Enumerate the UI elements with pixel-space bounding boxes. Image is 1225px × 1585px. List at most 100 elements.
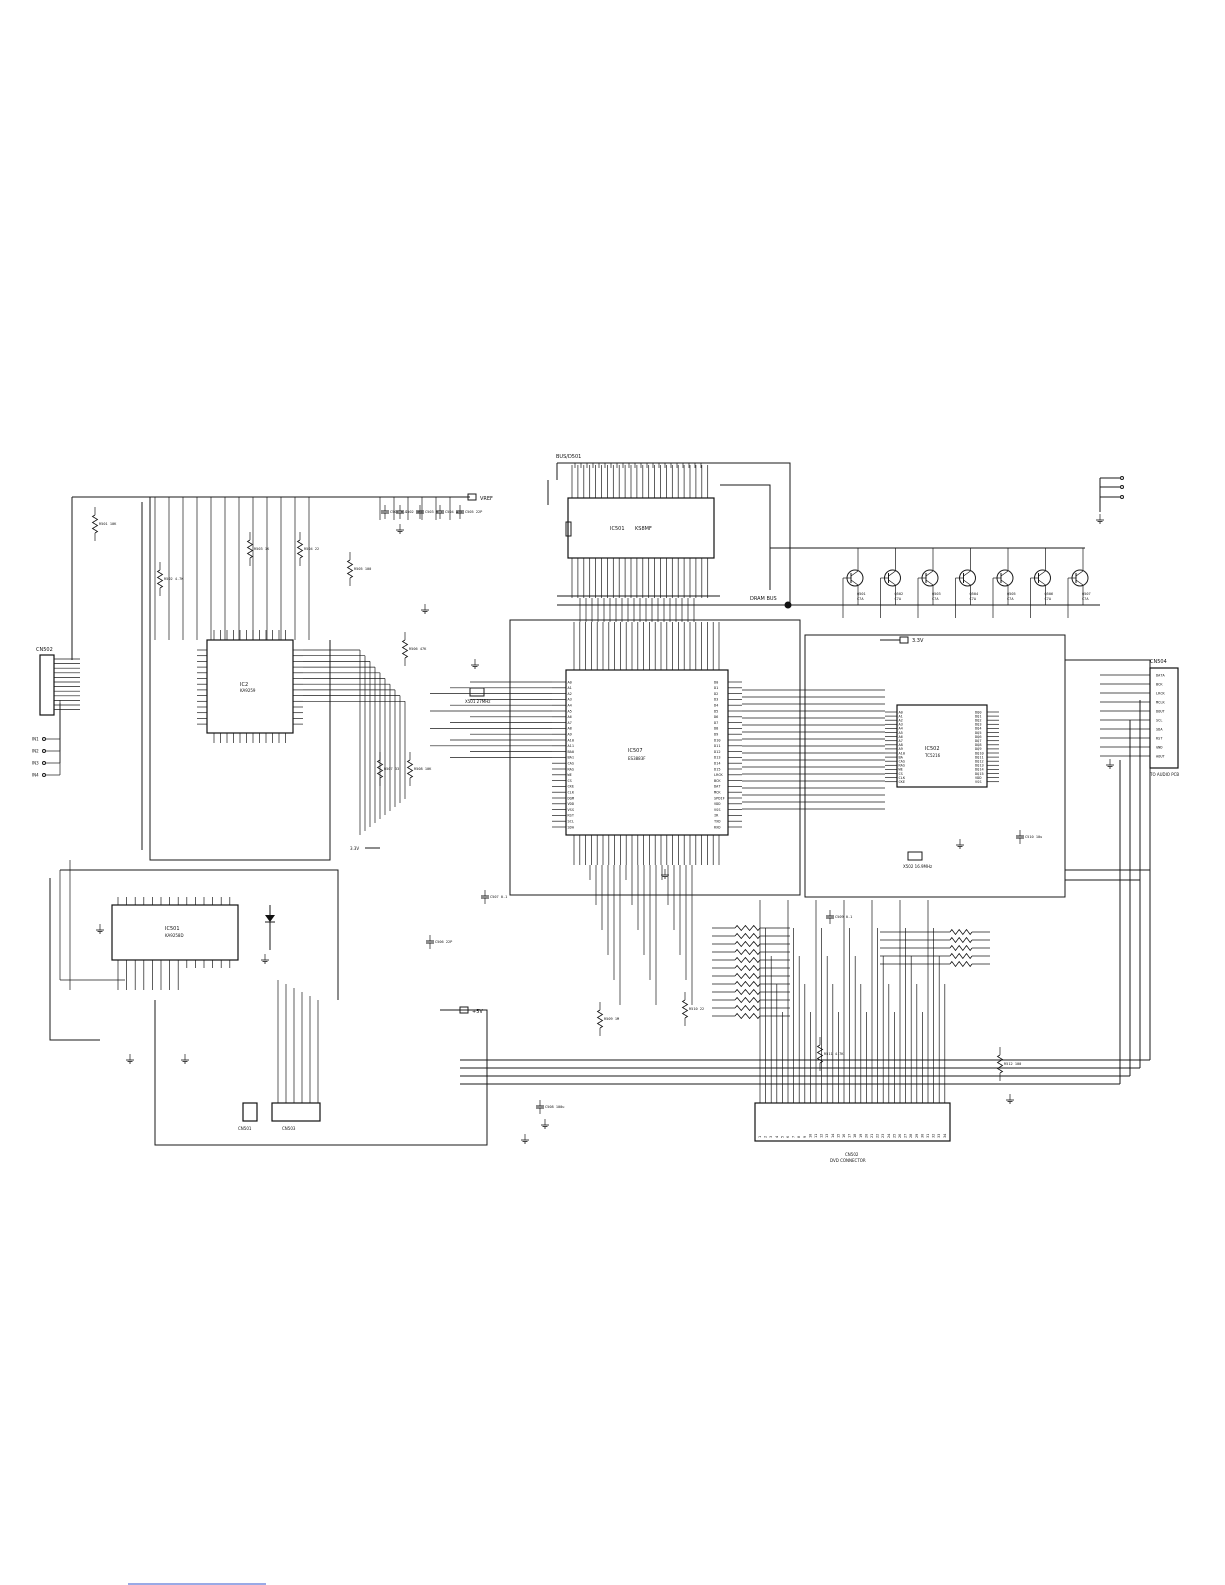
pin-label: DQ2 [975,719,982,723]
bottom-pin-label: 30 [920,1134,924,1138]
pin-label: CKE [899,780,906,784]
bottom-pin-label: 13 [825,1134,829,1138]
bottom-pin-label: 31 [926,1134,930,1138]
pin-label: D0 [714,680,718,684]
pin-label: CS [568,779,572,783]
resistor [949,944,973,952]
capacitor [416,505,424,519]
bottom-pin-label: 5 [780,1136,784,1138]
pin-label: DQ5 [975,731,982,735]
ic-bottom-servo-ref: IC501 [165,926,180,932]
right-signal-label: LRCK [1156,692,1165,696]
pin-label: D1 [714,686,718,690]
resistor-label: R512 100 [1004,1062,1021,1066]
pin-label: D10 [714,738,721,742]
pin-label: A9 [899,747,903,751]
resistor [346,559,354,579]
capacitor [826,910,834,924]
bottom-pin-label: 9 [803,1136,807,1138]
resistor [156,569,164,589]
pin-label: DQ11 [975,755,984,759]
resistor-label: R511 4.7K [824,1052,844,1056]
bottom-pin-label: 25 [892,1134,896,1138]
pin-label: DQ7 [975,739,982,743]
bottom-pin-label: 15 [836,1134,840,1138]
bottom-pin-label: 28 [909,1134,913,1138]
bottom-pin-label: 4 [775,1136,779,1138]
left-input-label: IN3 [32,761,39,766]
ground-symbol [126,1054,134,1064]
pin-label: CLK [899,776,906,780]
junction-dot [784,601,792,609]
bottom-pin-label: 7 [792,1136,796,1138]
connector-bottom-right-label: CN502 [845,1152,859,1157]
resistor [734,980,761,988]
resistor [734,1012,761,1020]
resistor [816,1044,824,1064]
ground-symbol [661,869,669,879]
connector-right-part: TO AUDIO PCB [1149,772,1179,777]
pin-label: DQ12 [975,760,984,764]
crystal-x502: X502 16.9MHz [903,851,932,869]
pin-label: D9 [714,733,718,737]
right-signal-label: RST [1156,737,1163,741]
v33-dsp-label: 3.3V [350,846,359,851]
bottom-pin-label: 8 [797,1136,801,1138]
ic-left-rf-ref: IC2 [240,682,248,688]
right-signal-label: AOUT [1156,755,1165,759]
bottom-pin-label: 29 [915,1134,919,1138]
ground-symbol [521,1134,529,1144]
pin-label: BCK [714,779,721,783]
bottom-pin-label: 23 [881,1134,885,1138]
pin-label: A3 [899,723,903,727]
pin-label: VSS [568,808,575,812]
capacitor-label: C502 10u [405,510,422,514]
pin-label: D5 [714,709,718,713]
bottom-pin-label: 18 [853,1134,857,1138]
resistor [734,940,761,948]
pin-label: A0 [568,680,572,684]
pin-label: D11 [714,744,721,748]
transistor-part: C7A [932,597,939,601]
resistor [596,1009,604,1029]
bottom-pin-label: 17 [848,1134,852,1138]
capacitor-label: C509 0.1 [835,915,852,919]
bottom-pin-label: 1 [758,1136,762,1138]
ic-left-rf: IC2 KA9259 [197,630,303,743]
capacitor [436,505,444,519]
ground-symbol [471,659,479,669]
connector-right-label: CN504 [1150,659,1167,665]
ground-symbol [541,1119,549,1129]
resistor [401,639,409,659]
resistor-label: R508 10K [414,767,432,771]
misc-wiring [59,463,990,1103]
right-signal-label: GND [1156,746,1163,750]
resistor [734,996,761,1004]
pin-label: VDD [714,802,721,806]
pin-label: SCL [568,820,575,824]
right-signal-label: DOUT [1156,710,1165,714]
net-labels: VREF 3.3V +5V 3.3V [350,493,924,1015]
pin-label: RAS [899,764,906,768]
resistor-label: R505 100 [354,567,371,571]
pin-label: DQM [568,796,575,800]
pin-label: A0 [899,710,903,714]
bottom-pin-label: 32 [932,1134,936,1138]
pin-label: D6 [714,715,718,719]
connector-bottom-left-label: CN501 [238,1126,252,1131]
transistor-label: Q503 [932,592,941,596]
pin-label: DQ14 [975,768,984,772]
resistor [734,972,761,980]
pin-label: D12 [714,750,721,754]
resistor [734,932,761,940]
transistor-row: Q501C7AQ502C7AQ503C7AQ504C7AQ505C7AQ506C… [770,547,1091,618]
bottom-pin-label: 22 [876,1134,880,1138]
pin-label: VSS [714,808,721,812]
resistor-label: R507 33 [384,767,399,771]
right-signal-label: BCK [1156,683,1163,687]
pin-label: DQ10 [975,751,984,755]
